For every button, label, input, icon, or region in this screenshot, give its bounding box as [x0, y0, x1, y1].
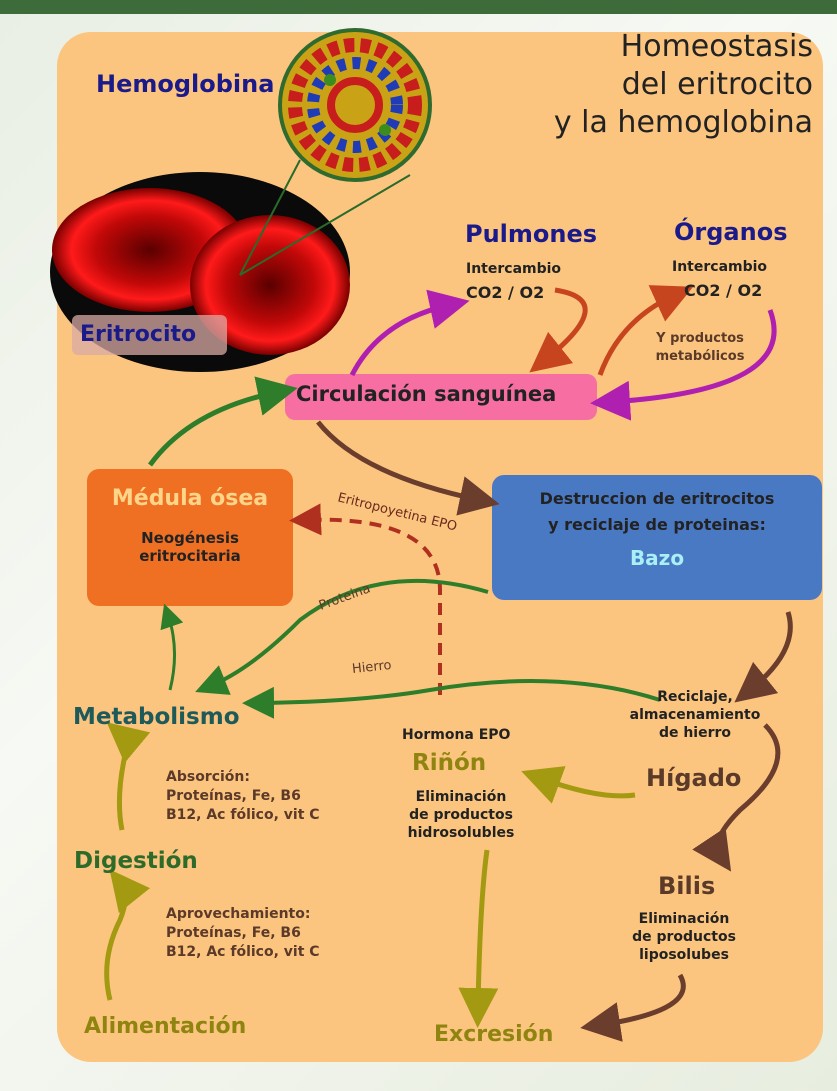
organos-extra-1: Y productos [656, 331, 744, 346]
title-line-3: y la hemoglobina [553, 105, 813, 140]
medula-sub-2: eritrocitaria [139, 547, 241, 565]
medula-text: Médula ósea Neogénesis eritrocitaria [87, 486, 293, 565]
reciclaje-2: almacenamiento [629, 707, 761, 723]
alimentacion-label: Alimentación [84, 1014, 247, 1039]
diagram-title: Homeostasis del eritrocito y la hemoglob… [554, 28, 813, 142]
rinon-sub-3: hidrosolubles [407, 825, 515, 841]
aprovechamiento-text: Aprovechamiento: Proteínas, Fe, B6 B12, … [166, 905, 320, 962]
pulmones-sub: Intercambio [466, 261, 562, 277]
bilis-sub: Eliminación de productos liposolubes [624, 910, 744, 964]
medula-box [87, 469, 293, 606]
rinon-label: Riñón [412, 750, 487, 776]
reciclaje-1: Reciclaje, [657, 689, 733, 705]
hemoglobin-image [239, 28, 432, 276]
aprovechamiento-3: B12, Ac fólico, vit C [166, 944, 320, 960]
rinon-sub-1: Eliminación [415, 789, 507, 805]
organos-label: Órganos [674, 218, 788, 246]
absorcion-1: Absorción: [166, 769, 250, 785]
medula-title: Médula ósea [111, 486, 269, 511]
bazo-text: Destruccion de eritrocitos y reciclaje d… [492, 486, 822, 570]
excrecion-label: Excresión [434, 1022, 554, 1047]
title-line-1: Homeostasis [620, 29, 813, 64]
title-line-2: del eritrocito [621, 67, 813, 102]
hormona-label: Hormona EPO [402, 727, 511, 743]
medula-sub-1: Neogénesis [141, 529, 239, 547]
reciclaje-text: Reciclaje, almacenamiento de hierro [620, 688, 770, 742]
circulacion-box [285, 374, 597, 420]
absorcion-text: Absorción: Proteínas, Fe, B6 B12, Ac fól… [166, 768, 320, 825]
bilis-label: Bilis [658, 872, 716, 900]
bazo-line-1: Destruccion de eritrocitos [539, 489, 775, 508]
eritrocito-label: Eritrocito [80, 322, 197, 347]
absorcion-3: B12, Ac fólico, vit C [166, 807, 320, 823]
aprovechamiento-1: Aprovechamiento: [166, 906, 311, 922]
hemoglobina-label: Hemoglobina [96, 70, 275, 98]
metabolismo-label: Metabolismo [73, 704, 240, 730]
higado-label: Hígado [646, 764, 742, 792]
reciclaje-3: de hierro [658, 725, 732, 741]
top-bar [0, 0, 837, 14]
pulmones-label: Pulmones [465, 220, 598, 248]
rinon-sub-2: de productos [409, 807, 513, 823]
absorcion-2: Proteínas, Fe, B6 [166, 788, 301, 804]
bilis-sub-2: de productos [632, 929, 736, 945]
bazo-title: Bazo [629, 546, 685, 570]
organos-sub: Intercambio [672, 259, 768, 275]
bazo-box [492, 475, 822, 600]
digestion-label: Digestión [74, 848, 198, 874]
rinon-sub: Eliminación de productos hidrosolubles [406, 788, 516, 842]
bilis-sub-3: liposolubes [639, 947, 729, 963]
aprovechamiento-2: Proteínas, Fe, B6 [166, 925, 301, 941]
erythrocyte-image [50, 172, 350, 372]
pulmones-gas: CO2 / O2 [466, 283, 545, 302]
organos-extra-2: metabólicos [655, 349, 745, 364]
circulacion-label: Circulación sanguínea [296, 382, 557, 406]
organos-extra: Y productos metabólicos [650, 330, 750, 366]
bilis-sub-1: Eliminación [638, 911, 730, 927]
organos-gas: CO2 / O2 [684, 281, 763, 300]
bazo-line-2: y reciclaje de proteinas: [548, 515, 766, 534]
